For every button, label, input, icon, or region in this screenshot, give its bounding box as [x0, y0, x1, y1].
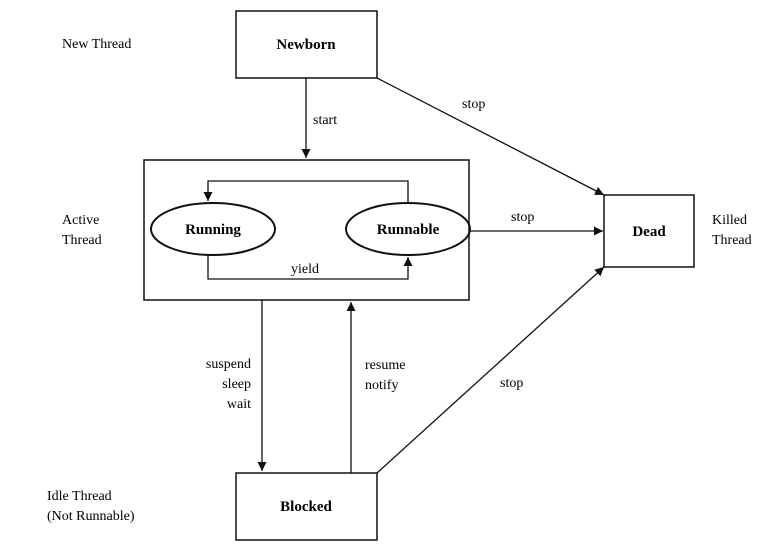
- state-dead-label: Dead: [632, 224, 666, 240]
- label-new-thread: New Thread: [62, 37, 131, 52]
- edge-wait-label: wait: [227, 397, 251, 412]
- label-idle-thread-line1: Idle Thread: [47, 489, 112, 504]
- edge-yield-label: yield: [291, 262, 319, 277]
- state-dead-box: [603, 194, 695, 268]
- state-running-ellipse: [150, 202, 276, 256]
- edge-start-label: start: [313, 113, 337, 128]
- edge-stop-from-active-label: stop: [511, 210, 534, 225]
- edge-stop-from-newborn-arrow: [376, 77, 605, 196]
- state-runnable-label: Runnable: [377, 222, 440, 238]
- label-active-thread-line2: Thread: [62, 233, 102, 248]
- state-running-label: Running: [185, 222, 241, 238]
- edge-stop-from-blocked-arrow: [376, 266, 605, 474]
- edge-resume-label: resume: [365, 358, 405, 373]
- state-newborn-label: Newborn: [276, 37, 336, 53]
- state-blocked-box: [235, 472, 378, 541]
- label-killed-thread-line2: Thread: [712, 233, 752, 248]
- state-blocked-label: Blocked: [280, 499, 332, 515]
- label-killed-thread-line1: Killed: [712, 213, 747, 228]
- edge-runnable-to-running-arrow: [203, 180, 409, 203]
- edge-suspend-label: suspend: [206, 357, 251, 372]
- edge-stop-from-blocked-label: stop: [500, 376, 523, 391]
- edge-yield-arrow: [207, 255, 413, 280]
- label-active-thread-line1: Active: [62, 213, 99, 228]
- label-idle-thread-line2: (Not Runnable): [47, 509, 135, 524]
- edge-sleep-label: sleep: [222, 377, 251, 392]
- edge-notify-label: notify: [365, 378, 398, 393]
- edge-stop-from-newborn-label: stop: [462, 97, 485, 112]
